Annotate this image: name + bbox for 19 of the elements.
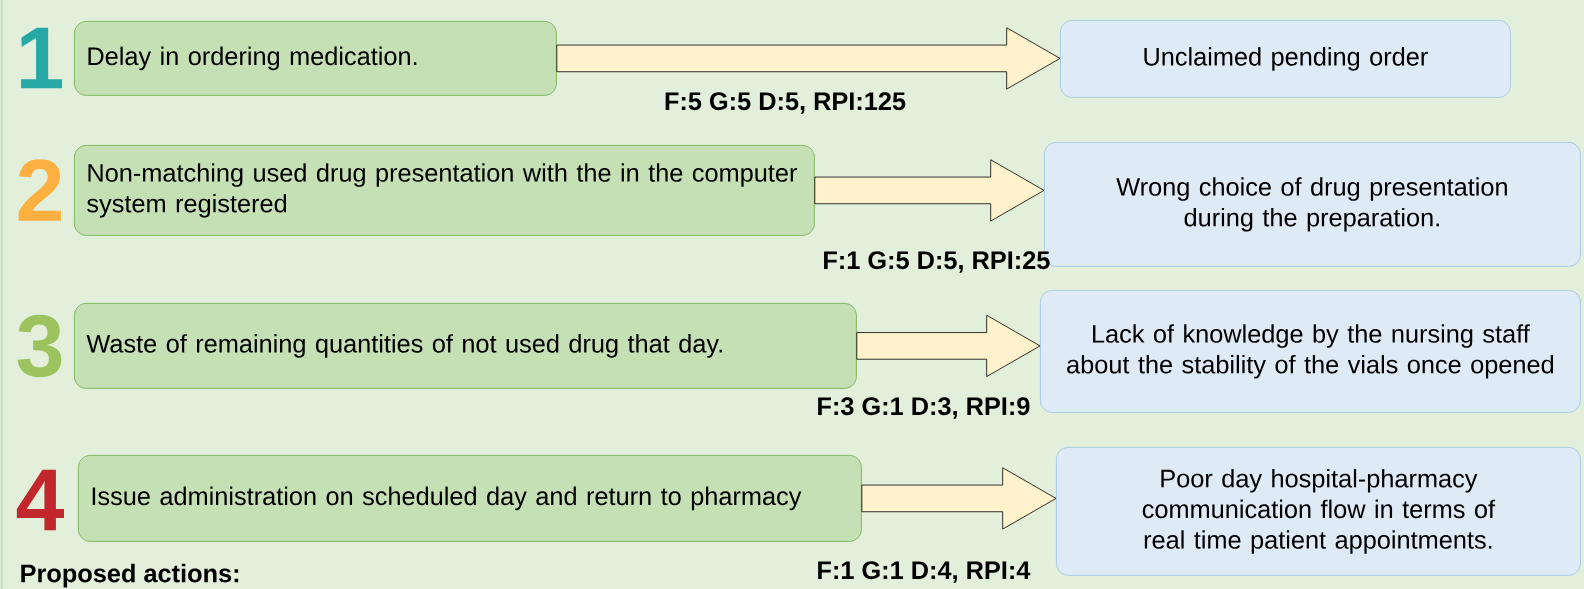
step-number: 4 [16, 469, 64, 531]
block-arrow [556, 27, 1061, 90]
cause-box: Delay in ordering medication. [74, 21, 557, 96]
step-number: 2 [18, 159, 61, 221]
block-arrow [861, 467, 1057, 530]
effect-box: Poor day hospital-pharmacy communication flow in terms of real time patient appointments. [1056, 447, 1581, 576]
section-heading: Proposed actions: [21, 563, 239, 588]
effect-box: Lack of knowledge by the nursing staff about the stability of the vials once opened [1040, 290, 1581, 413]
step-number: 3 [17, 314, 62, 378]
cause-box: Waste of remaining quantities of not used drug that day. [74, 303, 857, 389]
block-arrow [856, 314, 1041, 377]
cause-box: Issue administration on scheduled day and return to pharmacy [78, 455, 862, 542]
edge-label: F:5 G:5 D:5, RPI:125 [665, 92, 906, 114]
edge-label: F:3 G:1 D:3, RPI:9 [818, 397, 1030, 419]
step-number: 1 [21, 27, 62, 89]
edge-label: F:1 G:1 D:4, RPI:4 [818, 561, 1031, 583]
cause-box: Non-matching used drug presentation with the in the computer system registered [74, 145, 815, 236]
effect-box: Unclaimed pending order [1060, 20, 1511, 98]
block-arrow [814, 159, 1045, 222]
